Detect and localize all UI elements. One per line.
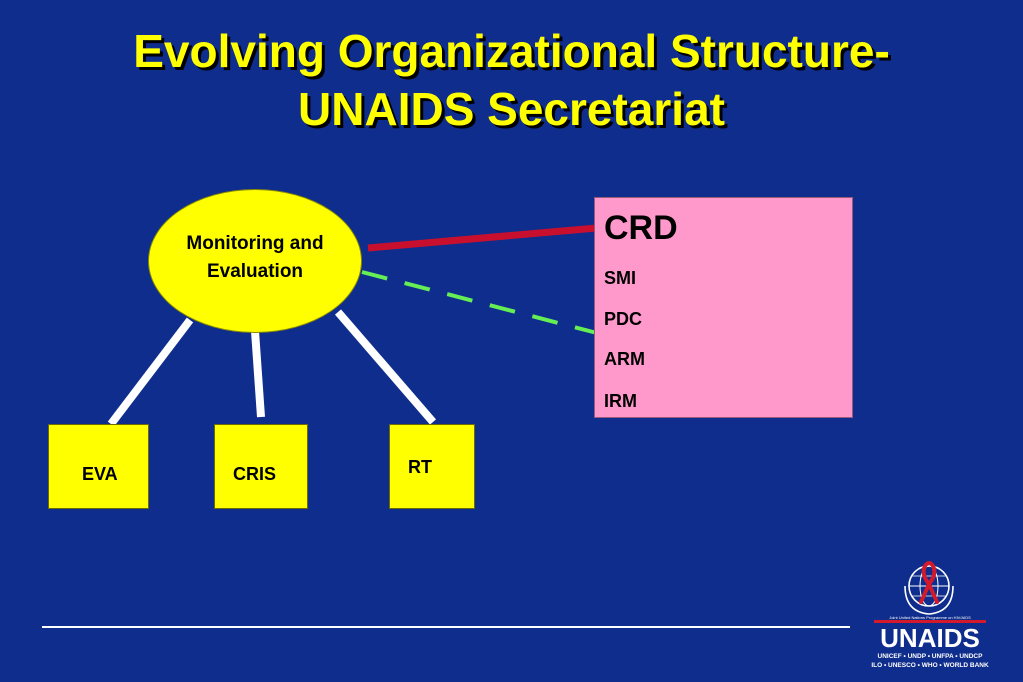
slide-title: Evolving Organizational Structure- UNAID… — [0, 22, 1023, 138]
crd-department-box: CRD SMI PDC ARM IRM — [594, 197, 853, 418]
logo-tagline: Joint United Nations Programme on HIV/AI… — [889, 615, 971, 620]
unit-label-rt: RT — [408, 457, 432, 477]
un-emblem-with-red-ribbon-icon — [904, 561, 954, 615]
dashed-link-to-crd — [361, 270, 598, 335]
footer-divider — [42, 626, 850, 628]
crd-item-arm: ARM — [604, 349, 645, 369]
branch-line-cris — [251, 330, 265, 418]
crd-title: CRD — [604, 209, 678, 247]
crd-item-smi: SMI — [604, 268, 637, 288]
logo-sponsors-line-1: UNICEF • UNDP • UNFPA • UNDCP — [877, 653, 983, 660]
monitoring-evaluation-node: Monitoring and Evaluation — [148, 189, 362, 333]
logo-wordmark: UNAIDS — [880, 623, 980, 653]
unit-box-cris: CRIS — [214, 424, 308, 509]
unit-label-eva: EVA — [82, 464, 118, 484]
solid-link-to-crd — [367, 224, 598, 252]
branch-line-rt — [334, 309, 437, 425]
crd-item-irm: IRM — [604, 391, 637, 411]
slide-title-line-1: Evolving Organizational Structure- — [133, 25, 890, 77]
unaids-logo: Joint United Nations Programme on HIV/AI… — [870, 556, 990, 674]
crd-item-pdc: PDC — [604, 309, 643, 329]
branch-line-eva — [107, 317, 194, 427]
unit-box-rt: RT — [389, 424, 475, 509]
unit-label-cris: CRIS — [233, 464, 277, 484]
logo-red-rule — [874, 620, 986, 623]
monitoring-evaluation-label: Monitoring and Evaluation — [186, 233, 324, 282]
unit-box-eva: EVA — [48, 424, 149, 509]
logo-sponsors-line-2: ILO • UNESCO • WHO • WORLD BANK — [871, 662, 989, 669]
slide-title-line-2: UNAIDS Secretariat — [298, 83, 725, 135]
